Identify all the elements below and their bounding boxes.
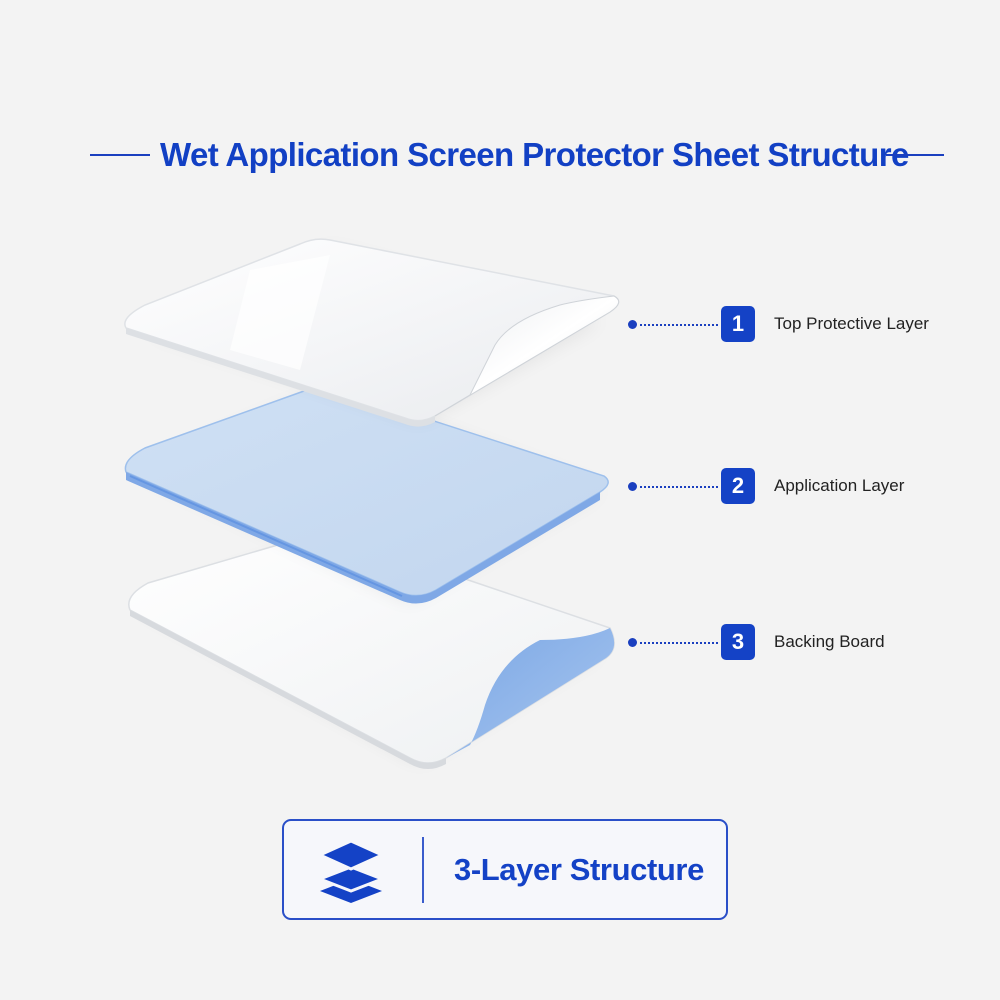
- backing-board-sheet: [128, 532, 615, 769]
- callout-leader-line: [640, 324, 718, 326]
- layer-structure-badge: 3-Layer Structure: [282, 819, 728, 920]
- callout-leader-line: [640, 642, 718, 644]
- callout-leader-line: [640, 486, 718, 488]
- callout-top-protective-layer: 1 Top Protective Layer: [628, 306, 958, 342]
- callout-dot: [628, 320, 637, 329]
- callout-dot: [628, 482, 637, 491]
- badge-text: 3-Layer Structure: [454, 852, 704, 887]
- layer-number-badge: 3: [721, 624, 755, 660]
- layer-label: Top Protective Layer: [774, 314, 929, 333]
- layer-number-badge: 1: [721, 306, 755, 342]
- title-line-right: [886, 154, 944, 156]
- callout-application-layer: 2 Application Layer: [628, 468, 958, 504]
- page-title: Wet Application Screen Protector Sheet S…: [160, 136, 909, 173]
- layers-stack-icon: [318, 839, 384, 903]
- layer-number-badge: 2: [721, 468, 755, 504]
- title-row: Wet Application Screen Protector Sheet S…: [0, 128, 1000, 182]
- layer-label: Application Layer: [774, 476, 905, 495]
- badge-divider: [422, 837, 424, 903]
- top-protective-layer-sheet: [124, 238, 620, 427]
- layer-label: Backing Board: [774, 632, 885, 651]
- title-line-left: [90, 154, 150, 156]
- callout-backing-board: 3 Backing Board: [628, 624, 958, 660]
- callout-dot: [628, 638, 637, 647]
